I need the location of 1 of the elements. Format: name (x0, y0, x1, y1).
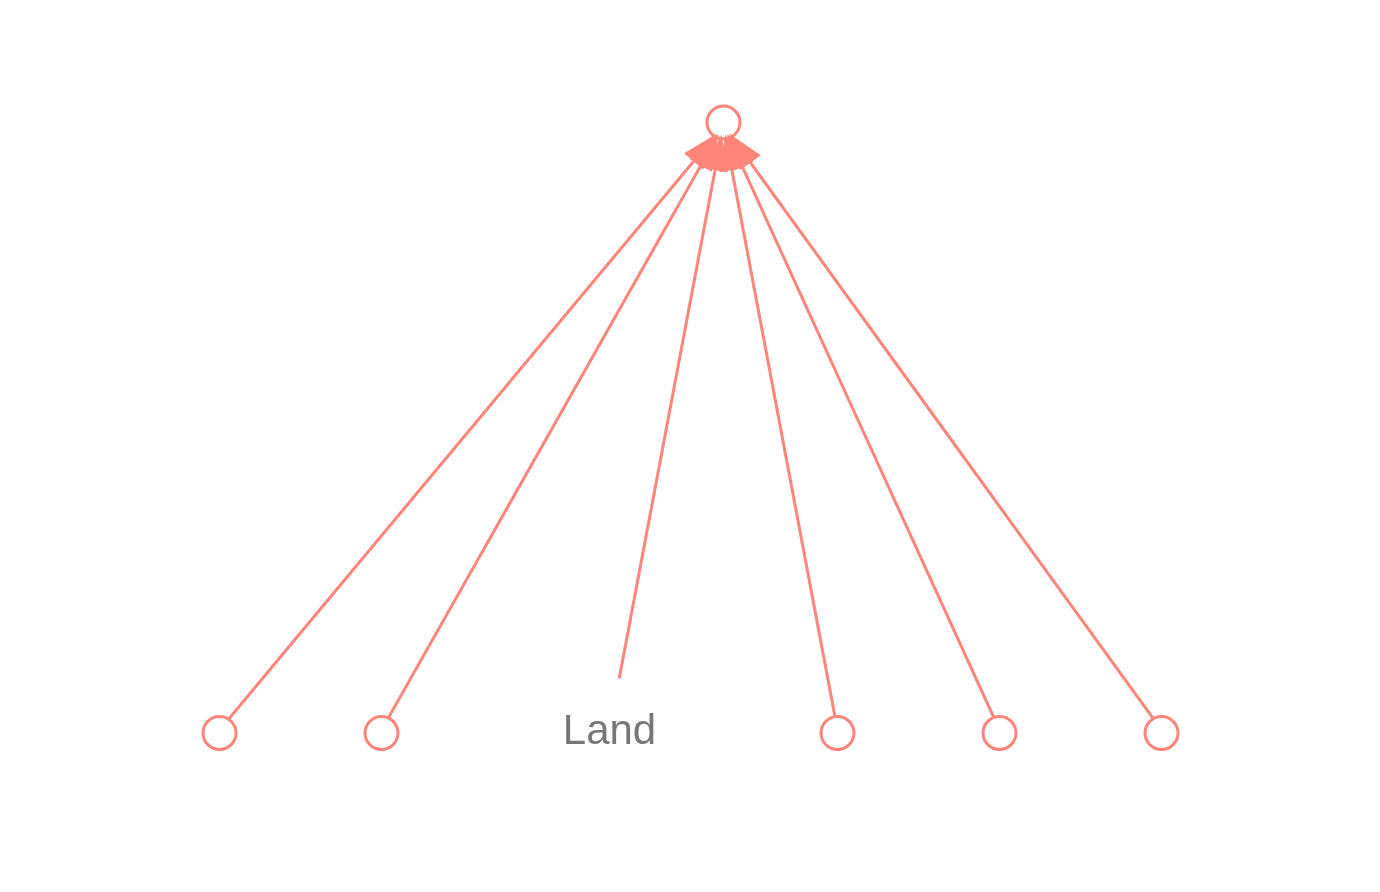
node-text: Land (562, 705, 656, 753)
